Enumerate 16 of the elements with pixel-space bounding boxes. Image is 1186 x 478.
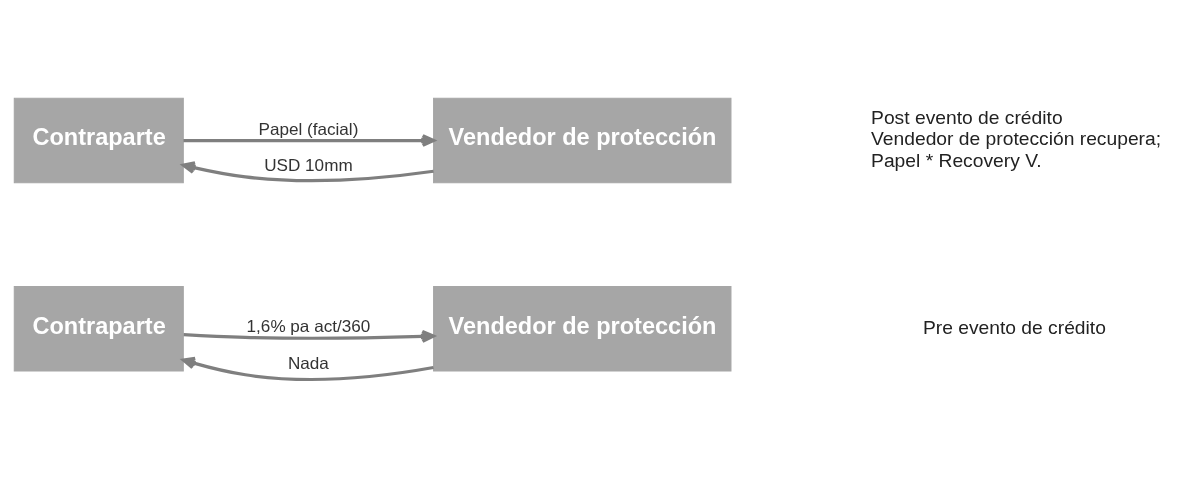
arrow [181,356,434,382]
node-box: Contraparte [13,97,184,184]
arrow [183,330,435,343]
edge-label: 1,6% pa act/360 [246,316,370,336]
edge-label: Papel (facial) [258,119,358,139]
node-box: Contraparte [13,286,184,372]
arrow [181,161,434,183]
label: Papel * Recovery V. [870,149,1042,171]
edge-label: USD 10mm [263,156,353,176]
label: Post evento de crédito [870,106,1063,128]
node-box: Vendedor de protección [432,97,731,184]
label: Pre evento de crédito [922,316,1106,338]
label: Vendedor de protección recupera; [870,128,1161,150]
node-box: Vendedor de protección [432,286,731,372]
arrow [182,134,435,147]
edge-label: Nada [287,354,329,374]
